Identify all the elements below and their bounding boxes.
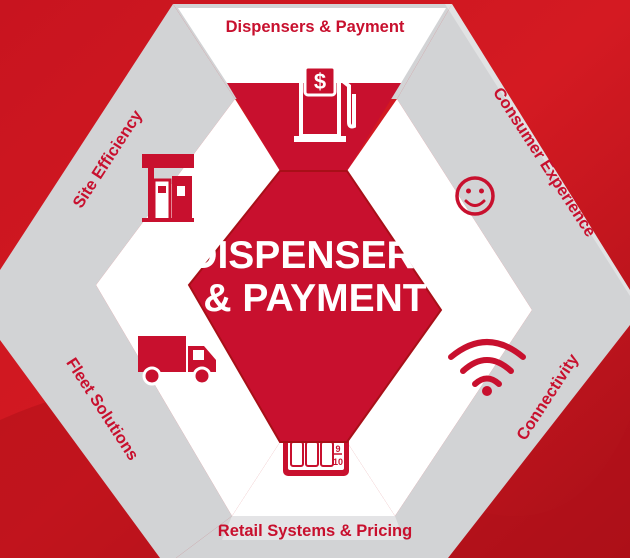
center-hexagon: DISPENSERS & PAYMENT bbox=[187, 170, 443, 443]
segment-label: Retail Systems & Pricing bbox=[218, 522, 412, 540]
svg-text:$: $ bbox=[314, 69, 326, 94]
fuel-pump-dollar-icon: $ bbox=[294, 62, 356, 142]
segment-connectivity[interactable]: Connectivity bbox=[347, 310, 630, 558]
center-hexagon-shape bbox=[187, 170, 443, 443]
segment-panel bbox=[232, 442, 395, 516]
smiley-face-icon bbox=[455, 176, 495, 216]
segment-band bbox=[0, 285, 232, 558]
segment-label-band bbox=[178, 8, 446, 83]
segment-panel-active bbox=[227, 83, 401, 171]
segment-panel bbox=[347, 99, 532, 310]
svg-text:10: 10 bbox=[333, 457, 343, 467]
center-title-line2: & PAYMENT bbox=[203, 277, 426, 320]
segment-fleet-solutions[interactable]: Fleet Solutions bbox=[0, 285, 280, 558]
segment-dispensers-payment[interactable]: Dispensers & Payment $ bbox=[173, 4, 452, 171]
segment-band bbox=[0, 4, 235, 285]
gas-station-icon bbox=[142, 154, 194, 222]
truck-icon bbox=[138, 336, 216, 386]
segment-label: Dispensers & Payment bbox=[226, 18, 405, 36]
segment-band bbox=[397, 4, 630, 310]
svg-text:9: 9 bbox=[335, 444, 340, 454]
center-title-line1: DISPENSERS bbox=[189, 234, 440, 277]
wifi-icon bbox=[448, 339, 526, 396]
segment-band bbox=[395, 310, 630, 558]
